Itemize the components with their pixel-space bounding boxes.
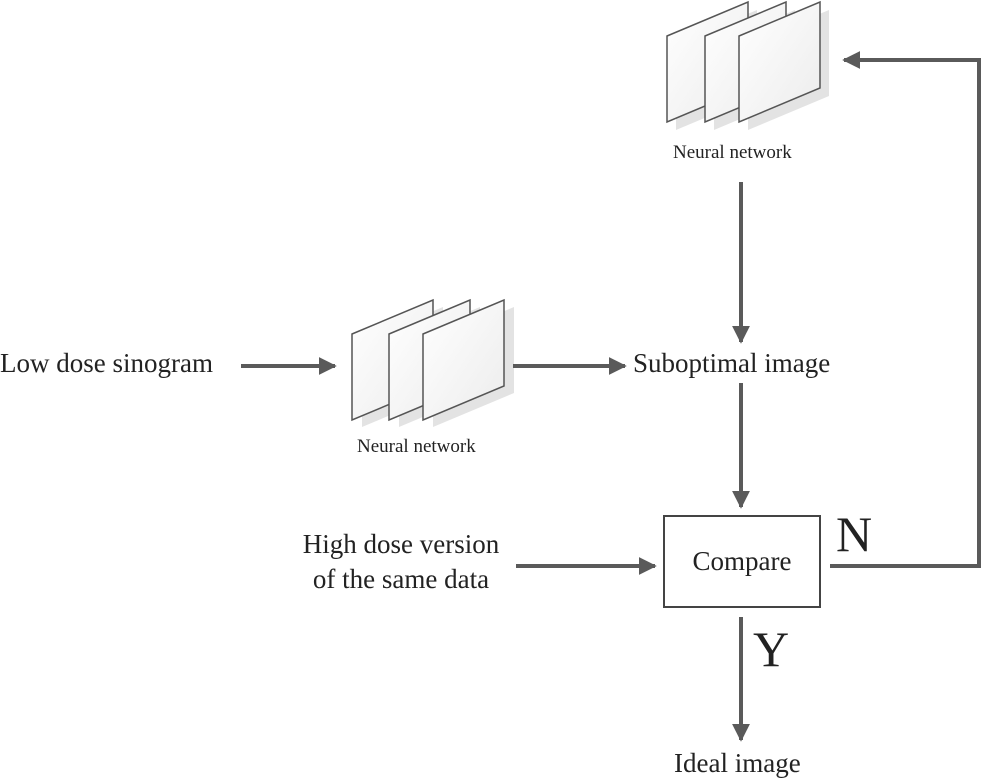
decision-no-label: N — [836, 506, 873, 562]
input-label: Low dose sinogram — [0, 348, 213, 378]
neural-network-label-middle: Neural network — [357, 436, 476, 457]
reference-label-line2: of the same data — [312, 564, 490, 594]
reference-label-line1: High dose version — [302, 529, 500, 559]
arrow-feedback-loop — [830, 51, 981, 568]
decision-yes-label: Y — [753, 621, 790, 677]
neural-network-label-top: Neural network — [673, 142, 792, 163]
neural-network-icon-top — [666, 0, 829, 130]
compare-label: Compare — [692, 546, 792, 576]
output-label: Ideal image — [674, 748, 801, 778]
neural-network-icon-middle — [351, 298, 514, 427]
suboptimal-image-label: Suboptimal image — [633, 348, 831, 378]
compare-box: Compare — [663, 515, 821, 608]
